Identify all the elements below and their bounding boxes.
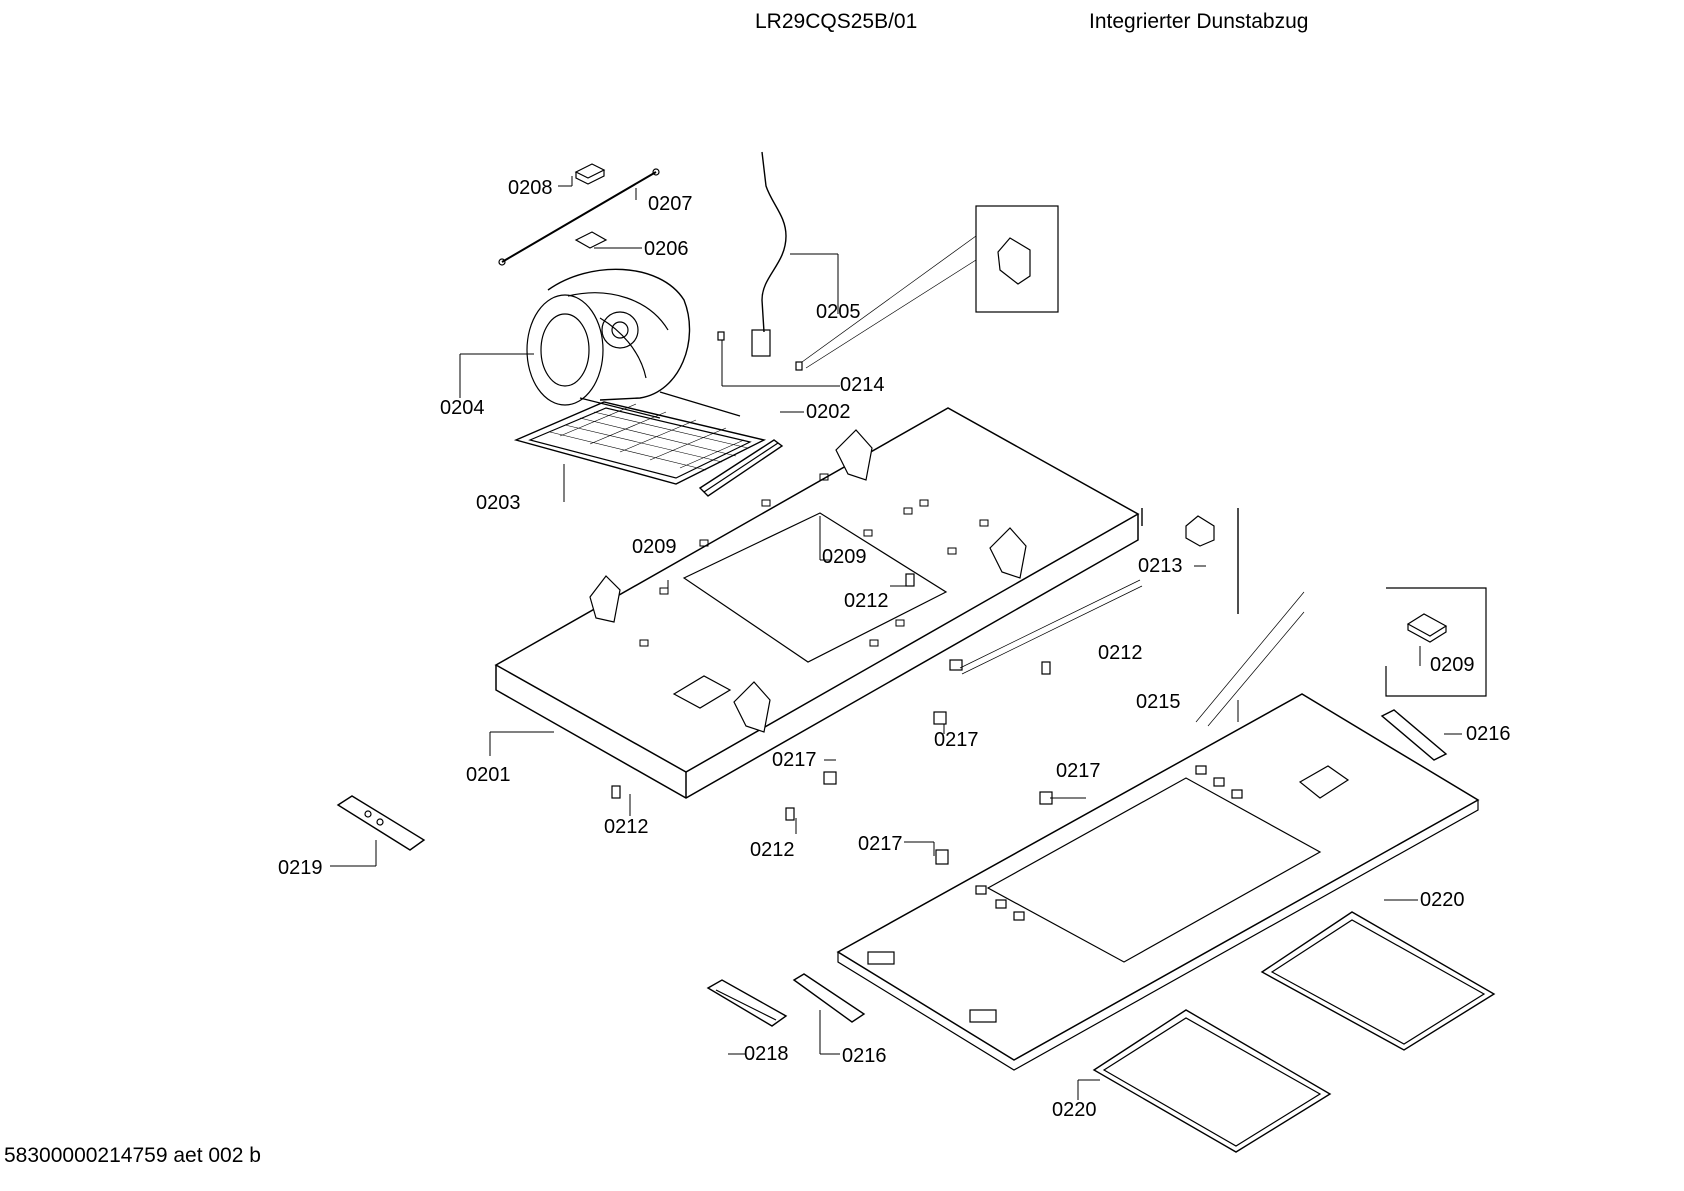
control-strip-0219-drawing: [336, 795, 426, 851]
label-0217-bottom: 0217: [858, 833, 903, 855]
grease-filter-drawing: [513, 401, 767, 485]
label-0220-right: 0220: [1420, 889, 1465, 911]
label-0209-detail: 0209: [1430, 654, 1475, 676]
lower-panel-0215-drawing: [836, 591, 1480, 1071]
label-0209-left: 0209: [632, 536, 677, 558]
label-0207: 0207: [648, 193, 693, 215]
label-0212-center: 0212: [844, 590, 889, 612]
label-0217-center: 0217: [934, 729, 979, 751]
filter-0220-bottom-drawing: [1092, 1009, 1332, 1153]
label-0213: 0213: [1138, 555, 1183, 577]
label-0203: 0203: [476, 492, 521, 514]
document-code: 58300000214759 aet 002 b: [4, 1144, 261, 1167]
part-0218-drawing: [706, 979, 788, 1027]
label-0220-bottom: 0220: [1052, 1099, 1097, 1121]
label-0201: 0201: [466, 764, 511, 786]
label-0205: 0205: [816, 301, 861, 323]
label-0217-left: 0217: [772, 749, 817, 771]
detail-box-right: [1385, 587, 1487, 697]
strip-0216-right-drawing: [1380, 709, 1448, 761]
filter-0220-right-drawing: [1260, 911, 1496, 1051]
label-0202: 0202: [806, 401, 851, 423]
label-0212-left: 0212: [604, 816, 649, 838]
part-0213-drawing: [949, 508, 1239, 675]
small-clips-drawing: [611, 573, 1053, 865]
label-0218: 0218: [744, 1043, 789, 1065]
cable-0207-drawing: [498, 168, 660, 266]
label-0209-center: 0209: [822, 546, 867, 568]
wire-0205-drawing: [751, 151, 787, 357]
plate-0206-drawing: [574, 231, 608, 249]
label-0206: 0206: [644, 238, 689, 260]
label-0212-right: 0212: [1098, 642, 1143, 664]
label-0215: 0215: [1136, 691, 1181, 713]
strip-0216-bottom-drawing: [792, 973, 866, 1023]
fan-motor-drawing: [526, 268, 741, 419]
label-0208: 0208: [508, 177, 553, 199]
part-labels: 0201 0202 0203 0204 0205 0206 0207 0208 …: [278, 177, 1511, 1121]
label-0219: 0219: [278, 857, 323, 879]
detail-box-top: [717, 205, 1059, 371]
bar-0202-drawing: [698, 439, 784, 497]
label-0216-bottom: 0216: [842, 1045, 887, 1067]
label-0204: 0204: [440, 397, 485, 419]
label-0214: 0214: [840, 374, 885, 396]
label-0212-bottom: 0212: [750, 839, 795, 861]
product-description: Integrierter Dunstabzug: [1089, 10, 1309, 33]
label-0216-right: 0216: [1466, 723, 1511, 745]
label-0217-right: 0217: [1056, 760, 1101, 782]
model-number: LR29CQS25B/01: [755, 10, 918, 33]
hood-body-drawing: [494, 407, 1140, 799]
leader-lines: [330, 176, 1462, 1100]
clip-0208-drawing: [574, 163, 606, 185]
